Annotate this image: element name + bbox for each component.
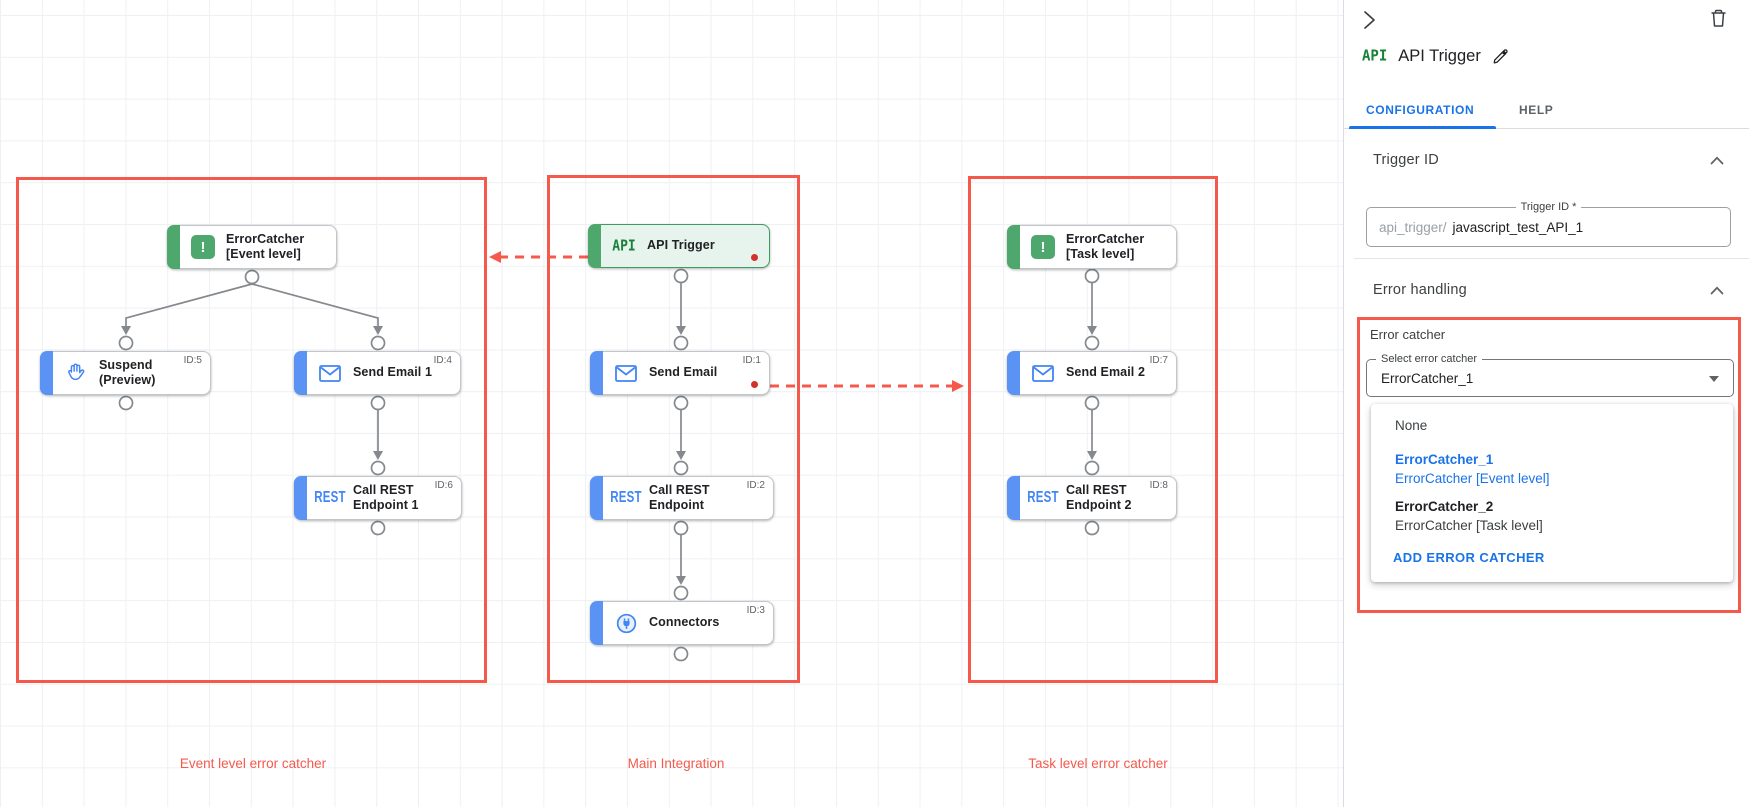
task-level-group-label: Task level error catcher [1028, 756, 1168, 771]
mail-icon [603, 352, 649, 394]
error-catcher-icon: ! [180, 226, 226, 268]
section-divider [1354, 258, 1749, 259]
main-integration-group-box [547, 175, 800, 683]
connector-layer [118, 251, 1100, 662]
rest-icon: REST [1027, 489, 1059, 507]
trigger-id-field[interactable]: Trigger ID * api_trigger/ javascript_tes… [1366, 201, 1731, 247]
node-accent-bar [294, 351, 307, 395]
node-label: Suspend(Preview) [99, 357, 156, 387]
edit-title-button[interactable] [1492, 47, 1510, 65]
menu-item-errorcatcher-1[interactable]: ErrorCatcher_1 ErrorCatcher [Event level… [1395, 452, 1550, 486]
task-id-badge: ID:8 [1149, 480, 1168, 491]
tab-configuration[interactable]: CONFIGURATION [1366, 103, 1475, 117]
collapse-panel-button[interactable] [1359, 10, 1381, 32]
select-error-catcher-value: ErrorCatcher_1 [1381, 370, 1474, 386]
node-suspend[interactable]: Suspend(Preview) ID:5 [40, 351, 211, 395]
task-id-badge: ID:2 [746, 480, 765, 491]
node-send-email-2[interactable]: Send Email 2 ID:7 [1007, 351, 1177, 395]
api-trigger-icon: API [1362, 47, 1388, 65]
task-id-badge: ID:4 [433, 355, 452, 366]
hand-icon [53, 352, 99, 394]
dropdown-arrow-icon [1709, 376, 1719, 382]
node-label: Connectors [649, 615, 720, 630]
menu-item-none[interactable]: None [1395, 418, 1428, 433]
node-label: Send Email 1 [353, 365, 433, 380]
error-catcher-label: Error catcher [1370, 327, 1446, 342]
node-accent-bar [40, 351, 53, 395]
rest-icon: REST [314, 489, 346, 507]
task-id-badge: ID:3 [746, 605, 765, 616]
error-link-dot [751, 381, 758, 388]
tab-help[interactable]: HELP [1519, 103, 1554, 117]
error-catcher-menu: None ErrorCatcher_1 ErrorCatcher [Event … [1371, 404, 1733, 582]
error-link-dot [751, 254, 758, 261]
trigger-id-section-header: Trigger ID [1373, 152, 1439, 168]
node-send-email[interactable]: Send Email ID:1 [590, 351, 770, 395]
select-error-catcher-label: Select error catcher [1376, 353, 1482, 365]
event-level-group-label: Event level error catcher [179, 756, 327, 771]
error-handling-collapse-button[interactable] [1709, 283, 1725, 295]
node-accent-bar [1007, 225, 1020, 269]
panel-tabs: CONFIGURATION HELP [1344, 96, 1749, 129]
node-accent-bar [590, 476, 603, 520]
node-accent-bar [588, 224, 601, 268]
panel-title-row: API API Trigger [1362, 44, 1510, 68]
error-catcher-highlight-box [1357, 317, 1741, 613]
error-catcher-icon: ! [1020, 226, 1066, 268]
node-connectors[interactable]: Connectors ID:3 [590, 601, 774, 645]
connector-icon [603, 602, 649, 644]
node-accent-bar [590, 351, 603, 395]
node-label: Send Email [649, 365, 718, 380]
node-accent-bar [1007, 351, 1020, 395]
trigger-id-value: javascript_test_API_1 [1452, 219, 1584, 235]
main-integration-group-label: Main Integration [627, 756, 725, 771]
node-accent-bar [167, 225, 180, 269]
trigger-id-collapse-button[interactable] [1709, 153, 1725, 165]
task-level-group-box [968, 176, 1218, 683]
delete-trigger-button[interactable] [1708, 8, 1728, 30]
node-accent-bar [590, 601, 603, 645]
node-label: Send Email 2 [1066, 365, 1146, 380]
api-icon: API [612, 237, 636, 255]
task-id-badge: ID:7 [1149, 355, 1168, 366]
error-handling-section-header: Error handling [1373, 282, 1467, 298]
node-label: ErrorCatcher[Task level] [1066, 231, 1145, 261]
task-id-badge: ID:5 [183, 355, 202, 366]
menu-item-errorcatcher-2[interactable]: ErrorCatcher_2 ErrorCatcher [Task level] [1395, 499, 1543, 533]
trigger-id-field-label: Trigger ID * [1515, 201, 1582, 213]
workflow-canvas[interactable]: ! ErrorCatcher[Event level] Suspend(Prev… [0, 0, 1343, 807]
mail-icon [307, 352, 353, 394]
event-level-group-box [16, 177, 487, 683]
config-panel: API API Trigger CONFIGURATION HELP Trigg… [1343, 0, 1749, 807]
panel-title: API Trigger [1398, 46, 1481, 65]
task-id-badge: ID:6 [434, 480, 453, 491]
node-send-email-1[interactable]: Send Email 1 ID:4 [294, 351, 461, 395]
active-tab-indicator [1349, 126, 1496, 129]
node-errorcatcher-task[interactable]: ! ErrorCatcher[Task level] [1007, 225, 1177, 269]
error-catcher-select[interactable]: Select error catcher ErrorCatcher_1 [1366, 353, 1734, 397]
node-label: ErrorCatcher[Event level] [226, 231, 305, 261]
node-api-trigger[interactable]: API API Trigger [588, 224, 770, 268]
trigger-id-prefix: api_trigger/ [1379, 219, 1447, 235]
mail-icon [1020, 352, 1066, 394]
add-error-catcher-button[interactable]: ADD ERROR CATCHER [1393, 550, 1545, 565]
node-accent-bar [294, 476, 307, 520]
node-accent-bar [1007, 476, 1020, 520]
rest-icon: REST [610, 489, 642, 507]
task-id-badge: ID:1 [742, 355, 761, 366]
node-errorcatcher-event[interactable]: ! ErrorCatcher[Event level] [167, 225, 337, 269]
node-label: API Trigger [647, 238, 715, 253]
